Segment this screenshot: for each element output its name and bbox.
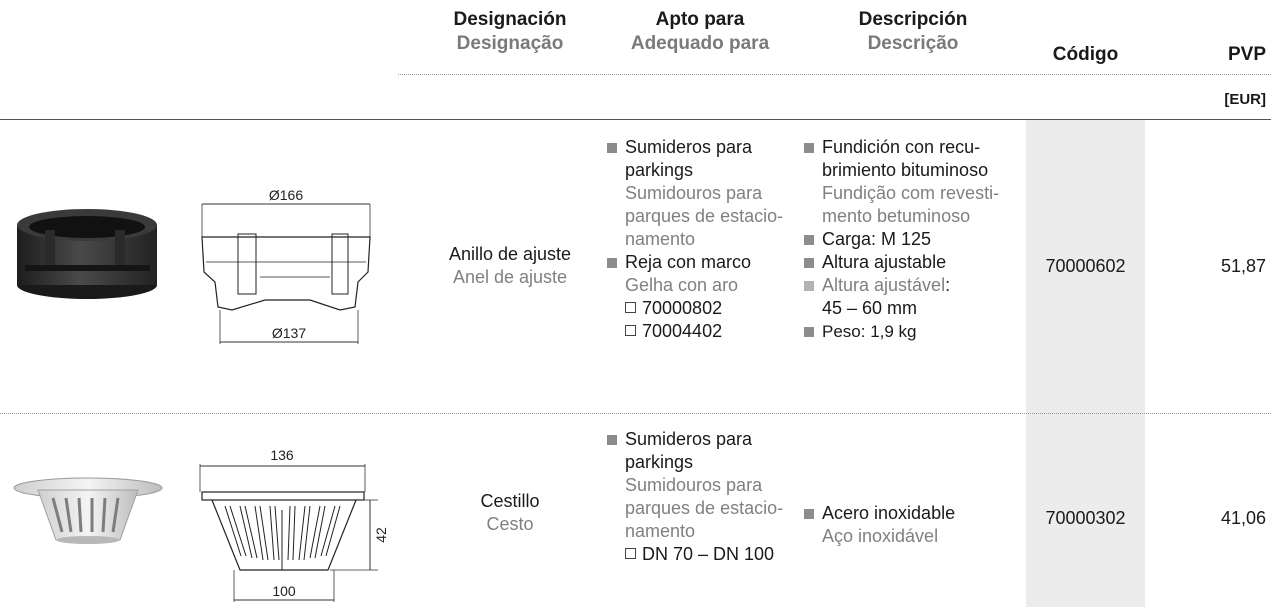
bullet-square-icon — [607, 143, 617, 153]
cestillo-descripcion: Acero inoxidable Aço inoxidável — [802, 502, 1026, 548]
anillo-pvp: 51,87 — [1220, 256, 1266, 276]
anillo-apto-bullet-1: Sumideros para parkings Sumidouros para … — [605, 136, 800, 251]
header-codigo: Código — [1052, 44, 1119, 65]
anillo-desc-bullet-4: Altura ajustável: 45 – 60 mm — [802, 274, 1026, 320]
header-designacion: Designación Designação — [420, 8, 600, 56]
cestillo-apto: Sumideros para parkings Sumidouros para … — [605, 428, 800, 566]
bullet-square-icon — [607, 258, 617, 268]
apto-code-text: 70000802 — [642, 298, 723, 318]
cestillo-codigo: 70000302 — [1045, 508, 1126, 528]
bullet-square-icon — [804, 235, 814, 245]
apto-code-1: 70000802 — [625, 297, 751, 320]
apto-text-pt: Sumidouros para — [625, 475, 763, 495]
apto-text-pt: namento — [625, 229, 696, 249]
cestillo-desc-bullet-1: Acero inoxidable Aço inoxidável — [802, 502, 1026, 548]
anillo-name-es: Anillo de ajuste — [448, 244, 572, 264]
apto-text: Sumideros para — [625, 137, 753, 157]
anillo-drawing: Ø166 Ø137 — [190, 182, 385, 357]
apto-text: parkings — [625, 452, 694, 472]
desc-text-pt: Fundição com revesti- — [822, 183, 1000, 203]
bullet-square-icon — [804, 509, 814, 519]
header-apto: Apto para Adequado para — [600, 8, 800, 56]
desc-text: brimiento bituminoso — [822, 160, 989, 180]
header-descripcion-es: Descripción — [858, 9, 968, 30]
checkbox-outline-icon — [625, 325, 636, 336]
cestillo-apto-bullet-1: Sumideros para parkings Sumidouros para … — [605, 428, 800, 566]
apto-code-1: DN 70 – DN 100 — [625, 543, 783, 566]
apto-text: Sumideros para — [625, 429, 753, 449]
desc-text-pt: Aço inoxidável — [822, 526, 939, 546]
apto-text-pt: Sumidouros para — [625, 183, 763, 203]
apto-text-pt: namento — [625, 521, 696, 541]
desc-text: 45 – 60 mm — [822, 298, 918, 318]
bullet-square-icon — [804, 327, 814, 337]
anillo-desc-bullet-1: Fundición con recu- brimiento bituminoso… — [802, 136, 1026, 228]
desc-text-pt: Altura ajustável — [822, 275, 946, 295]
desc-text: Peso: 1,9 kg — [822, 322, 917, 341]
bullet-square-icon — [804, 143, 814, 153]
header-designacion-pt: Designação — [456, 33, 564, 54]
header-divider — [398, 74, 1271, 75]
cestillo-bottom-dimension: 100 — [272, 583, 296, 599]
cestillo-drawing: 136 42 100 — [190, 440, 390, 607]
anillo-codigo: 70000602 — [1045, 256, 1126, 276]
row-divider — [0, 413, 1271, 414]
cestillo-name-es: Cestillo — [480, 491, 540, 511]
anillo-desc-bullet-3: Altura ajustable — [802, 251, 1026, 274]
bullet-square-icon — [804, 281, 814, 291]
cestillo-name-pt: Cesto — [486, 514, 534, 534]
anillo-desc-bullet-5: Peso: 1,9 kg — [802, 320, 1026, 343]
desc-text: Altura ajustable — [822, 252, 947, 272]
checkbox-outline-icon — [625, 302, 636, 313]
apto-text: Reja con marco — [625, 252, 752, 272]
header-apto-es: Apto para — [655, 9, 745, 30]
anillo-apto-bullet-2: Reja con marco Gelha con aro 70000802 70… — [605, 251, 800, 343]
header-bottom-rule — [0, 119, 1271, 120]
desc-text-pt: mento betuminoso — [822, 206, 971, 226]
cestillo-designacion: Cestillo Cesto — [420, 490, 600, 536]
apto-code-2: 70004402 — [625, 320, 751, 343]
apto-text-pt: parques de estacio- — [625, 498, 784, 518]
cestillo-top-dimension: 136 — [270, 447, 294, 463]
header-pvp: PVP — [1227, 44, 1266, 65]
header-designacion-es: Designación — [453, 9, 567, 30]
desc-text: Carga: M 125 — [822, 229, 932, 249]
apto-code-text: DN 70 – DN 100 — [642, 544, 775, 564]
header-descripcion-pt: Descrição — [867, 33, 959, 54]
header-descripcion: Descripción Descrição — [800, 8, 1026, 56]
checkbox-outline-icon — [625, 548, 636, 559]
anillo-top-dimension: Ø166 — [269, 187, 303, 203]
anillo-descripcion: Fundición con recu- brimiento bituminoso… — [802, 136, 1026, 343]
cestillo-pvp: 41,06 — [1220, 508, 1266, 528]
header-currency: [EUR] — [1224, 91, 1266, 108]
anillo-designacion: Anillo de ajuste Anel de ajuste — [420, 243, 600, 289]
anillo-apto: Sumideros para parkings Sumidouros para … — [605, 136, 800, 343]
bullet-square-icon — [607, 435, 617, 445]
cestillo-photo — [8, 470, 168, 550]
bullet-square-icon — [804, 258, 814, 268]
desc-text: Fundición con recu- — [822, 137, 981, 157]
desc-text: Acero inoxidable — [822, 503, 956, 523]
header-apto-pt: Adequado para — [630, 33, 770, 54]
anillo-desc-bullet-2: Carga: M 125 — [802, 228, 1026, 251]
apto-code-text: 70004402 — [642, 321, 723, 341]
apto-text: parkings — [625, 160, 694, 180]
cestillo-side-dimension: 42 — [373, 527, 389, 543]
anillo-bottom-dimension: Ø137 — [272, 325, 306, 341]
apto-text-pt: Gelha con aro — [625, 275, 739, 295]
anillo-photo — [5, 195, 170, 310]
codigo-column-background — [1026, 120, 1145, 607]
anillo-name-pt: Anel de ajuste — [452, 267, 568, 287]
apto-text-pt: parques de estacio- — [625, 206, 784, 226]
desc-text: : — [945, 275, 951, 295]
